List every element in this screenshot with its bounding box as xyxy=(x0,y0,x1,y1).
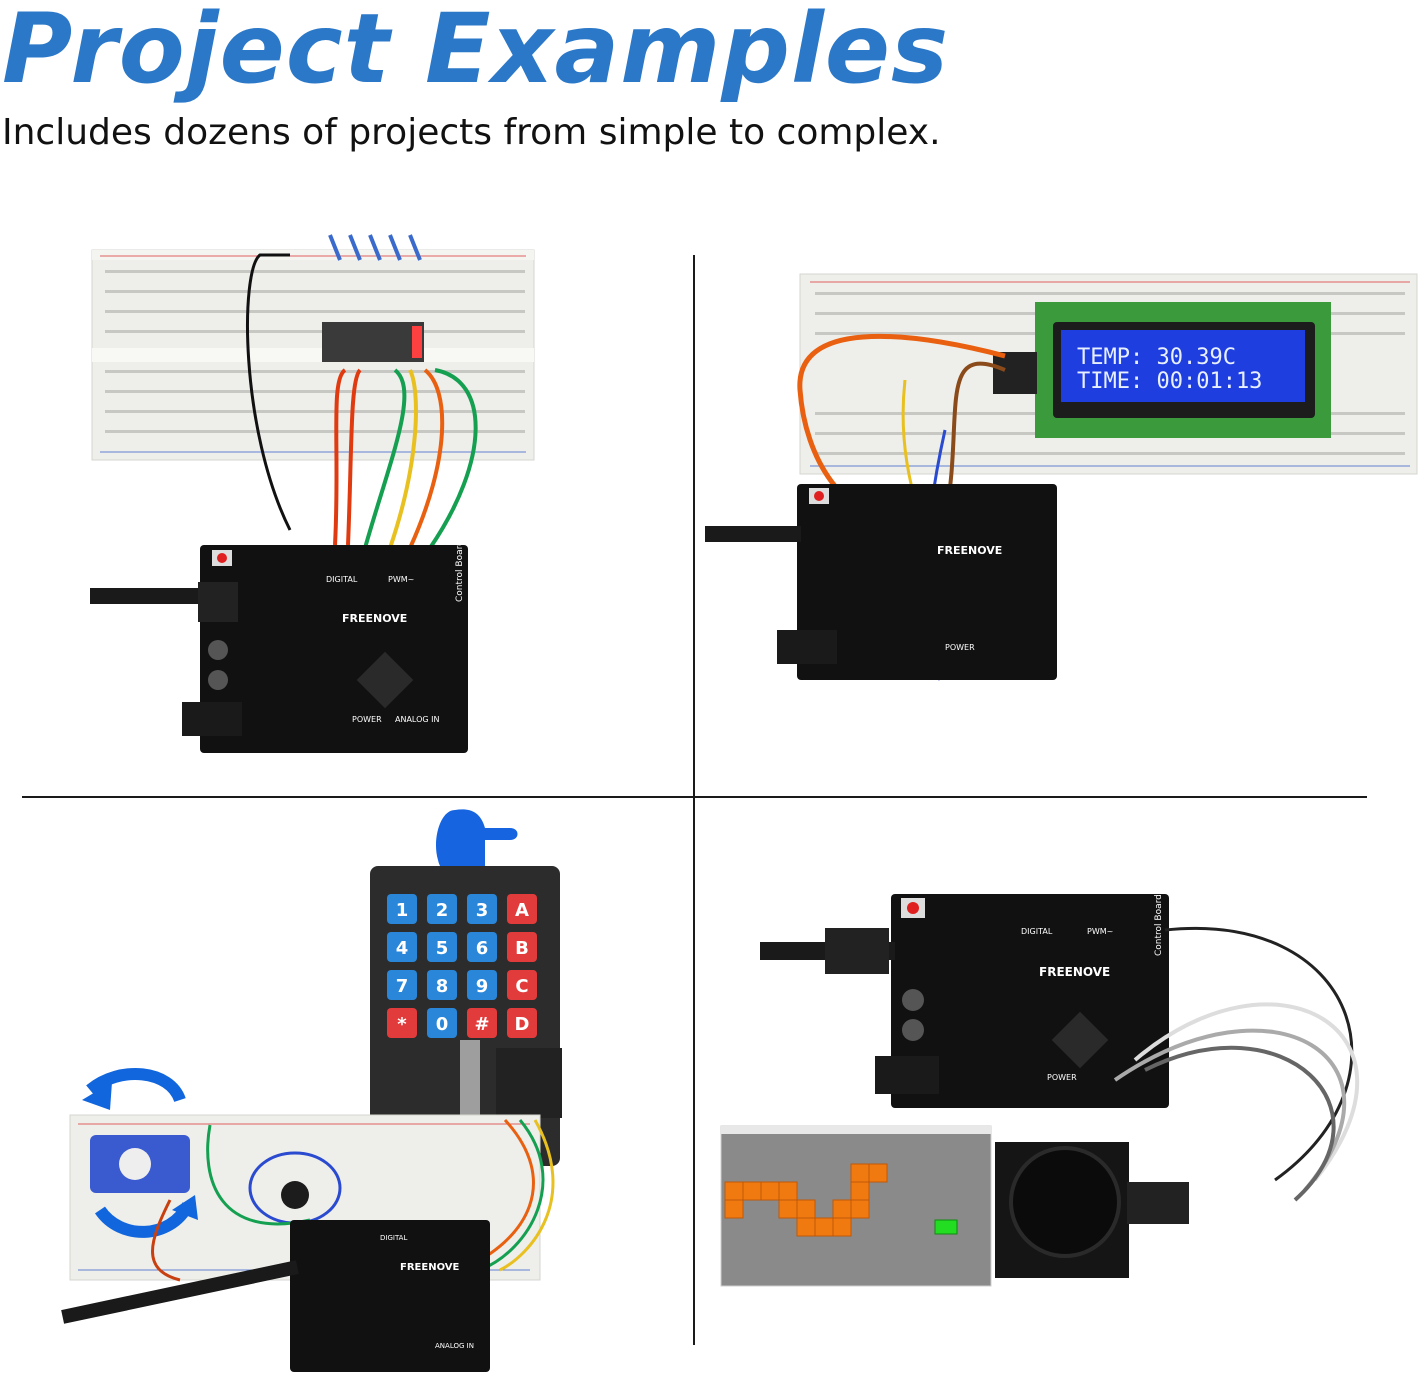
joystick-snake-illustration: FREENOVE DIGITAL PWM~ POWER Control Boar… xyxy=(720,894,1360,1287)
keypad-key: A xyxy=(515,900,529,921)
panel-led-bar-project: FREENOVE DIGITAL PWM~ POWER ANALOG IN Co… xyxy=(90,230,540,760)
keypad-key: 3 xyxy=(476,900,489,921)
lcd-line-2: TIME: 00:01:13 xyxy=(1077,369,1262,394)
board-power-label-4: POWER xyxy=(1047,1073,1077,1082)
keypad-key: 2 xyxy=(436,900,449,921)
board-analog-label-3: ANALOG IN xyxy=(435,1342,474,1350)
board-analog-label: ANALOG IN xyxy=(395,715,440,724)
keypad-key: 1 xyxy=(396,900,409,921)
keypad-key: 5 xyxy=(436,938,449,959)
horizontal-divider xyxy=(22,796,1367,798)
keypad-servo-illustration: 1 2 3 A 4 5 6 B 7 8 9 C * 0 # D xyxy=(61,809,562,1372)
keypad-grid: 1 2 3 A 4 5 6 B 7 8 9 C * 0 # D xyxy=(387,894,537,1038)
board-brand-label-3: FREENOVE xyxy=(400,1262,460,1273)
pointing-hand-icon xyxy=(435,809,518,885)
board-pwm-label: PWM~ xyxy=(388,575,414,584)
board-side-label-4: Control Board xyxy=(1154,894,1164,956)
keypad-key: 7 xyxy=(396,976,409,997)
board-side-label: Control Board xyxy=(455,540,465,602)
rotate-arrow-icon xyxy=(82,1068,198,1238)
vertical-divider xyxy=(693,255,695,1345)
panel-joystick-snake-project: FREENOVE DIGITAL PWM~ POWER Control Boar… xyxy=(715,880,1419,1300)
board-brand-label-2: FREENOVE xyxy=(937,544,1002,557)
board-power-label-2: POWER xyxy=(945,643,975,652)
keypad-key: B xyxy=(515,938,529,959)
page-title: Project Examples xyxy=(2,0,950,105)
keypad-key: 4 xyxy=(396,938,409,959)
keypad-key: 8 xyxy=(436,976,449,997)
panel-keypad-servo-project: 1 2 3 A 4 5 6 B 7 8 9 C * 0 # D xyxy=(60,800,580,1375)
keypad-key: 0 xyxy=(436,1014,449,1035)
panel-lcd-project: TEMP: 30.39C TIME: 00:01:13 FREENOVE POW… xyxy=(705,270,1419,690)
lcd-line-1: TEMP: 30.39C xyxy=(1077,345,1236,370)
board-digital-label-3: DIGITAL xyxy=(380,1234,407,1242)
keypad-key: D xyxy=(515,1014,530,1035)
page-subtitle: Includes dozens of projects from simple … xyxy=(2,112,941,153)
board-digital-label-4: DIGITAL xyxy=(1021,927,1053,936)
led-bar-project-illustration: FREENOVE DIGITAL PWM~ POWER ANALOG IN Co… xyxy=(90,234,535,753)
keypad-key: # xyxy=(474,1014,489,1035)
board-brand-label: FREENOVE xyxy=(342,612,407,625)
board-power-label: POWER xyxy=(352,715,382,724)
keypad-key: 9 xyxy=(476,976,489,997)
board-pwm-label-4: PWM~ xyxy=(1087,927,1113,936)
board-digital-label: DIGITAL xyxy=(326,575,358,584)
keypad-key: C xyxy=(515,976,528,997)
lcd-project-illustration: TEMP: 30.39C TIME: 00:01:13 FREENOVE POW… xyxy=(705,273,1418,681)
keypad-key: 6 xyxy=(476,938,489,959)
keypad-key: * xyxy=(397,1014,407,1035)
board-brand-label-4: FREENOVE xyxy=(1039,965,1110,979)
